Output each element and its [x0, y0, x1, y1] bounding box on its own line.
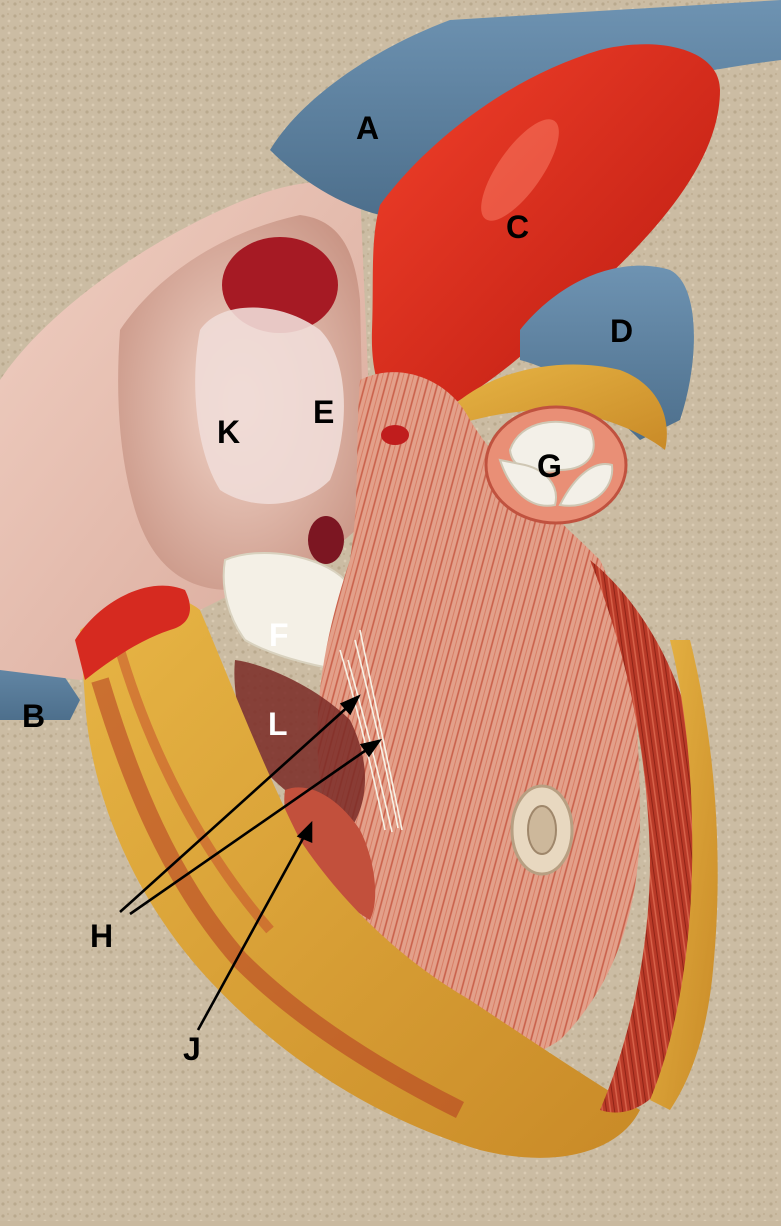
arrow-h-upper-head [339, 694, 361, 716]
arrow-j-head [296, 820, 313, 843]
ventricle-right-rim [650, 640, 718, 1110]
label-a: A [356, 110, 380, 146]
annotation-arrows [119, 694, 383, 1031]
rim-red-tip [75, 585, 190, 680]
arrow-h-lower [129, 744, 373, 916]
vessel-c [371, 44, 720, 421]
arrow-h-lower-head [359, 738, 383, 758]
label-e: E [313, 394, 335, 430]
label-f: F [269, 617, 289, 653]
label-b: B [22, 698, 46, 734]
label-d: D [610, 313, 634, 349]
coronary-opening [381, 425, 409, 445]
ventricle-cut-rim [80, 597, 640, 1158]
label-c: C [506, 209, 530, 245]
ventricle-lateral-wall [590, 560, 705, 1113]
chamber-space-l [234, 660, 365, 830]
papillary-muscle-j [284, 787, 376, 920]
label-g: G [537, 448, 562, 484]
septum-e [195, 307, 344, 504]
label-j: J [183, 1031, 201, 1067]
ventricle-wall [317, 372, 640, 1062]
label-h: H [90, 918, 114, 954]
label-k: K [217, 414, 241, 450]
coronary-sinus-opening [308, 516, 344, 564]
arrow-h-upper [119, 702, 353, 913]
chordae-tendineae [339, 629, 403, 833]
label-l: L [268, 706, 288, 742]
arrow-j [196, 832, 308, 1031]
